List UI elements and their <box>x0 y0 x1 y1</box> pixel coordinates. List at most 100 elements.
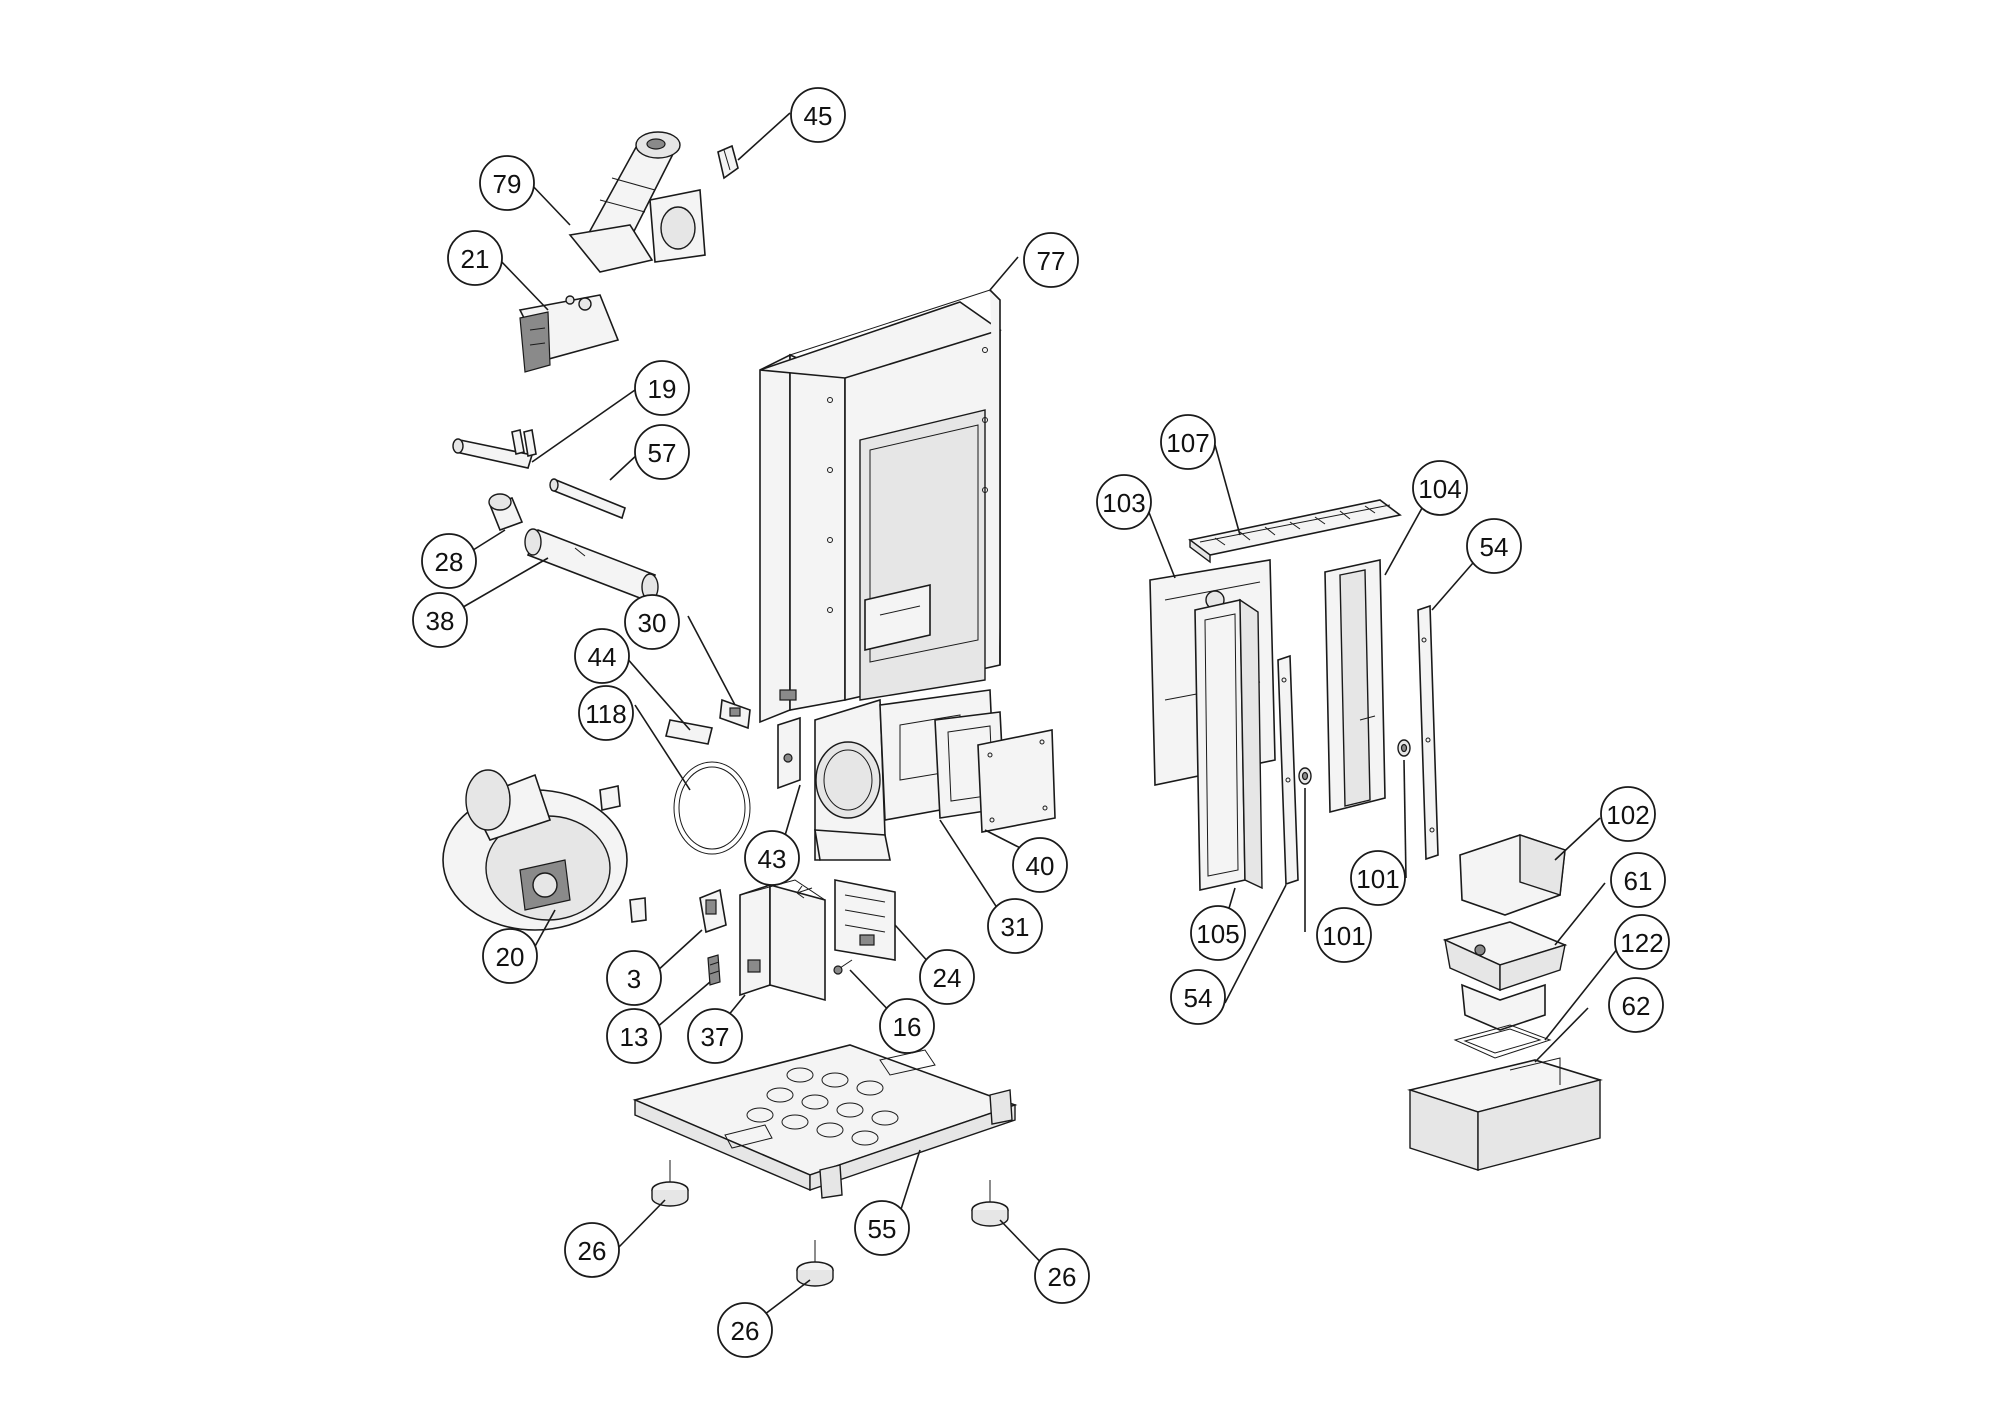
callout-57: 57 <box>634 424 690 480</box>
callout-101-left: 101 <box>1316 907 1372 963</box>
callout-37-label: 37 <box>701 1022 730 1052</box>
callout-103-label: 103 <box>1102 488 1145 518</box>
callout-54-lower: 54 <box>1170 969 1226 1025</box>
callout-13: 13 <box>606 1008 662 1064</box>
callout-122: 122 <box>1614 914 1670 970</box>
callout-105: 105 <box>1190 905 1246 961</box>
part-54-rail-lower <box>1277 654 1299 886</box>
callout-104-label: 104 <box>1418 474 1461 504</box>
callout-79: 79 <box>479 155 535 211</box>
callout-30: 30 <box>624 594 680 650</box>
part-38-tube <box>524 528 659 602</box>
part-43-bracket <box>777 716 801 790</box>
callout-21: 21 <box>447 230 503 286</box>
callout-55: 55 <box>854 1200 910 1256</box>
callout-103: 103 <box>1096 474 1152 530</box>
callout-24-label: 24 <box>933 963 962 993</box>
callout-43: 43 <box>744 830 800 886</box>
callout-54-upper: 54 <box>1466 518 1522 574</box>
callout-107: 107 <box>1160 414 1216 470</box>
part-24-control-board <box>834 879 896 961</box>
part-101-ring-left <box>1298 767 1312 785</box>
part-107-grid-plate <box>1188 499 1402 564</box>
callout-20: 20 <box>482 928 538 984</box>
callout-62: 62 <box>1608 977 1664 1033</box>
callout-40: 40 <box>1012 837 1068 893</box>
callout-26-left: 26 <box>564 1222 620 1278</box>
part-37-electrical-box <box>739 879 826 1002</box>
part-26-foot-left <box>651 1160 689 1207</box>
callout-37: 37 <box>687 1008 743 1064</box>
part-19-igniter <box>452 429 537 469</box>
part-26-foot-middle <box>796 1240 834 1287</box>
callout-104: 104 <box>1412 460 1468 516</box>
callout-20-label: 20 <box>496 942 525 972</box>
callout-118-label: 118 <box>585 699 626 729</box>
callout-118: 118 <box>578 685 634 741</box>
callout-26-middle: 26 <box>717 1302 773 1358</box>
callout-13-label: 13 <box>620 1022 649 1052</box>
callout-79-label: 79 <box>493 169 522 199</box>
callout-54-lower-label: 54 <box>1184 983 1213 1013</box>
part-40-cover-plate <box>977 729 1056 833</box>
callout-55-label: 55 <box>868 1214 897 1244</box>
callout-19: 19 <box>634 360 690 416</box>
part-104-panel <box>1324 559 1386 814</box>
part-26-foot-right <box>971 1180 1009 1227</box>
callout-26-middle-label: 26 <box>731 1316 760 1346</box>
part-54-rail-upper <box>1417 604 1439 861</box>
callout-105-label: 105 <box>1196 919 1239 949</box>
part-105-channel <box>1194 598 1263 891</box>
part-57-rod <box>549 478 626 520</box>
callout-43-label: 43 <box>758 844 787 874</box>
part-62-ash-drawer <box>1407 1057 1603 1171</box>
callout-102: 102 <box>1600 786 1656 842</box>
part-21-gear-motor <box>518 294 620 373</box>
callout-3: 3 <box>606 950 662 1006</box>
part-3-switch <box>699 888 727 934</box>
callout-101-right: 101 <box>1350 850 1406 906</box>
part-16-screw <box>833 959 853 975</box>
callout-28-label: 28 <box>435 547 464 577</box>
callout-54-upper-label: 54 <box>1480 532 1509 562</box>
callout-107-label: 107 <box>1166 428 1209 458</box>
callout-101-left-label: 101 <box>1322 921 1365 951</box>
callout-21-label: 21 <box>461 244 490 274</box>
part-77-main-cabinet <box>759 289 1002 724</box>
part-122-gasket <box>1453 1024 1552 1059</box>
callout-44-label: 44 <box>588 642 617 672</box>
callout-31: 31 <box>987 898 1043 954</box>
callout-19-label: 19 <box>648 374 677 404</box>
callout-44: 44 <box>574 628 630 684</box>
callout-102-label: 102 <box>1606 800 1649 830</box>
callout-40-label: 40 <box>1026 851 1055 881</box>
callout-122-label: 122 <box>1620 928 1663 958</box>
part-44-plate <box>665 719 713 745</box>
part-13-terminal <box>707 954 721 986</box>
callout-45: 45 <box>790 87 846 143</box>
callout-16-label: 16 <box>893 1012 922 1042</box>
callout-30-label: 30 <box>638 608 667 638</box>
part-45-clip <box>717 144 739 180</box>
callout-38-label: 38 <box>426 606 455 636</box>
callout-57-label: 57 <box>648 438 677 468</box>
callout-3-label: 3 <box>627 964 641 994</box>
callout-31-label: 31 <box>1001 912 1030 942</box>
part-101-ring-right <box>1397 739 1411 757</box>
callout-77: 77 <box>1023 232 1079 288</box>
part-20-combustion-fan <box>442 769 647 931</box>
callout-26-right-label: 26 <box>1048 1262 1077 1292</box>
callout-16: 16 <box>879 998 935 1054</box>
callout-26-right: 26 <box>1034 1248 1090 1304</box>
callout-26-left-label: 26 <box>578 1236 607 1266</box>
part-118-gasket-ring <box>673 761 751 855</box>
callout-38: 38 <box>412 592 468 648</box>
callout-61: 61 <box>1610 852 1666 908</box>
callout-45-label: 45 <box>804 101 833 131</box>
callout-62-label: 62 <box>1622 991 1651 1021</box>
part-small-fastener <box>796 885 813 899</box>
callout-28: 28 <box>421 533 477 589</box>
part-55-base-frame <box>632 1044 1018 1199</box>
part-61-burner-pot <box>1442 921 1568 1031</box>
callout-61-label: 61 <box>1624 866 1653 896</box>
